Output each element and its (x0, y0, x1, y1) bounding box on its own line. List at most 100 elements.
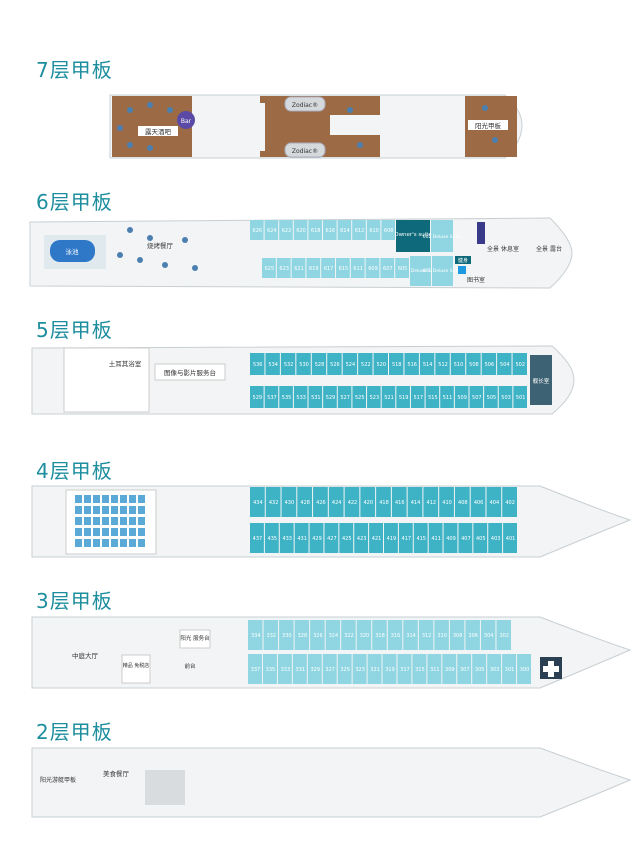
cabin-410[interactable] (439, 487, 454, 517)
cabin-319[interactable] (382, 654, 397, 684)
cabin-307[interactable] (457, 654, 472, 684)
cabin-503[interactable] (498, 386, 513, 408)
cabin-318[interactable] (372, 620, 387, 650)
cabin-308[interactable] (449, 620, 465, 650)
cabin-612[interactable] (352, 220, 366, 240)
cabin-325[interactable] (337, 654, 352, 684)
cabin-507[interactable] (469, 386, 484, 408)
cabin-332[interactable] (263, 620, 279, 650)
cabin-524[interactable] (342, 353, 358, 375)
cabin-504[interactable] (497, 353, 512, 375)
cabin-322[interactable] (341, 620, 356, 650)
cabin-303[interactable] (487, 654, 502, 684)
cabin-321[interactable] (367, 654, 382, 684)
cabin-532[interactable] (280, 353, 296, 375)
cabin-335[interactable] (262, 654, 277, 684)
cabin-534[interactable] (265, 353, 280, 375)
cabin-528[interactable] (311, 353, 327, 375)
cabin-409[interactable] (443, 523, 458, 553)
cabin-511[interactable] (440, 386, 454, 408)
cabin-510[interactable] (450, 353, 466, 375)
cabin-305[interactable] (472, 654, 487, 684)
cabin-625[interactable] (262, 258, 276, 278)
cabin-428[interactable] (297, 487, 313, 517)
cabin-406[interactable] (470, 487, 486, 517)
cabin-531[interactable] (308, 386, 323, 408)
cabin-522[interactable] (358, 353, 373, 375)
cabin-605[interactable] (395, 258, 409, 278)
cabin-435[interactable] (264, 523, 279, 553)
cabin-506[interactable] (481, 353, 497, 375)
cabin-333[interactable] (277, 654, 292, 684)
cabin-326[interactable] (310, 620, 325, 650)
cabin-314[interactable] (403, 620, 418, 650)
cabin-404[interactable] (486, 487, 502, 517)
cabin-523[interactable] (367, 386, 381, 408)
cabin-622[interactable] (279, 220, 293, 240)
cabin-521[interactable] (381, 386, 396, 408)
cabin-417[interactable] (398, 523, 413, 553)
cabin-402[interactable] (502, 487, 517, 517)
cabin-529[interactable] (323, 386, 337, 408)
cabin-535[interactable] (279, 386, 293, 408)
cabin-529[interactable] (250, 386, 264, 408)
cabin-411[interactable] (428, 523, 443, 553)
cabin-432[interactable] (265, 487, 281, 517)
cabin-418[interactable] (376, 487, 391, 517)
cabin-526[interactable] (327, 353, 342, 375)
cabin-537[interactable] (264, 386, 279, 408)
cabin-422[interactable] (344, 487, 360, 517)
cabin-516[interactable] (404, 353, 419, 375)
cabin-407[interactable] (458, 523, 473, 553)
cabin-620[interactable] (293, 220, 308, 240)
cabin-327[interactable] (322, 654, 337, 684)
cabin-519[interactable] (396, 386, 410, 408)
cabin-320[interactable] (356, 620, 372, 650)
cabin-626[interactable] (250, 220, 264, 240)
cabin-615[interactable] (336, 258, 350, 278)
cabin-415[interactable] (413, 523, 428, 553)
cabin-617[interactable] (321, 258, 335, 278)
cabin-312[interactable] (418, 620, 434, 650)
cabin-505[interactable] (484, 386, 498, 408)
cabin-329[interactable] (307, 654, 322, 684)
cabin-310[interactable] (434, 620, 449, 650)
cabin-514[interactable] (419, 353, 435, 375)
cabin-304[interactable] (480, 620, 496, 650)
cabin-525[interactable] (352, 386, 367, 408)
cabin-527[interactable] (337, 386, 352, 408)
cabin-610[interactable] (366, 220, 381, 240)
cabin-317[interactable] (397, 654, 412, 684)
cabin-311[interactable] (427, 654, 442, 684)
cabin-302[interactable] (496, 620, 511, 650)
cabin-517[interactable] (410, 386, 425, 408)
cabin-501[interactable] (513, 386, 527, 408)
cabin-437[interactable] (250, 523, 264, 553)
cabin-328[interactable] (294, 620, 310, 650)
cabin-515[interactable] (425, 386, 440, 408)
cabin-619[interactable] (306, 258, 321, 278)
cabin-520[interactable] (373, 353, 388, 375)
cabin-518[interactable] (389, 353, 404, 375)
cabin-621[interactable] (291, 258, 306, 278)
cabin-508[interactable] (466, 353, 481, 375)
cabin-420[interactable] (360, 487, 376, 517)
cabin-608[interactable] (381, 220, 395, 240)
cabin-434[interactable] (250, 487, 265, 517)
cabin-401[interactable] (503, 523, 517, 553)
cabin-330[interactable] (279, 620, 294, 650)
cabin-323[interactable] (352, 654, 367, 684)
cabin-423[interactable] (354, 523, 369, 553)
cabin-315[interactable] (412, 654, 427, 684)
cabin-509[interactable] (454, 386, 469, 408)
cabin-421[interactable] (369, 523, 383, 553)
cabin-607[interactable] (380, 258, 395, 278)
cabin-419[interactable] (384, 523, 398, 553)
cabin-430[interactable] (281, 487, 297, 517)
cabin-412[interactable] (423, 487, 439, 517)
cabin-426[interactable] (313, 487, 328, 517)
cabin-512[interactable] (435, 353, 450, 375)
cabin-431[interactable] (294, 523, 309, 553)
cabin-530[interactable] (296, 353, 311, 375)
cabin-331[interactable] (292, 654, 307, 684)
